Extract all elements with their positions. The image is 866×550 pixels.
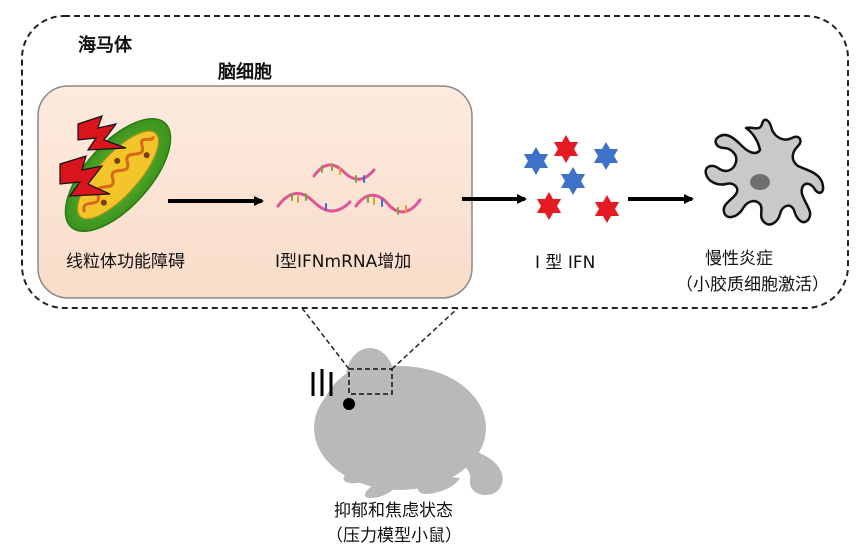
lightning-icon <box>59 115 127 197</box>
brain-cell-label: 脑细胞 <box>218 62 272 83</box>
mrna-icon <box>276 163 422 215</box>
ifn-star-red-icon <box>536 192 562 220</box>
hippocampus-region <box>21 15 849 309</box>
ifn-mrna-increase-label: I型IFNmRNA增加 <box>275 252 412 272</box>
type1-ifn-label: I 型 IFN <box>535 253 596 273</box>
hippocampus-label: 海马体 <box>78 35 132 56</box>
ifn-star-blue-icon <box>560 167 586 195</box>
zoom-region-box <box>348 368 393 395</box>
mouse-icon <box>314 348 503 498</box>
zoom-line-right <box>391 307 459 370</box>
depression-anxiety-label: 抑郁和焦虑状态 <box>334 501 453 521</box>
ifn-star-blue-icon <box>593 142 619 170</box>
microglia-icon <box>704 118 825 226</box>
ifn-star-red-icon <box>553 135 579 163</box>
zoom-line-left <box>301 307 350 370</box>
mitochondrial-dysfunction-label: 线粒体功能障碍 <box>66 252 185 272</box>
ifn-star-icons <box>523 135 620 223</box>
ifn-star-blue-icon <box>523 147 549 175</box>
microglia-activation-label: （小胶质细胞激活） <box>676 275 829 295</box>
whiskers-icon <box>311 369 333 396</box>
ifn-star-red-icon <box>594 195 620 223</box>
mitochondrion-icon <box>64 117 172 233</box>
stress-model-mouse-label: （压力模型小鼠） <box>326 526 462 546</box>
chronic-inflammation-label: 慢性炎症 <box>705 249 773 269</box>
